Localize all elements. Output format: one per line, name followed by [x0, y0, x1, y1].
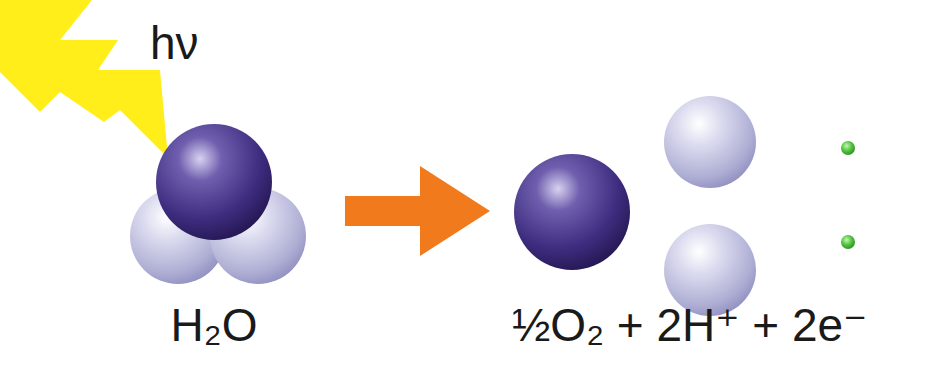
formula-label: ½O₂ + 2H⁺ + 2e⁻: [512, 300, 867, 351]
electron: [841, 141, 855, 155]
oxygen-atom: [156, 124, 272, 240]
formula-label: H₂O: [171, 300, 258, 351]
photon-label: hν: [150, 18, 199, 69]
oxygen-atom: [514, 154, 630, 270]
lightning-bolt: [0, 0, 168, 158]
proton: [664, 96, 756, 188]
electron: [841, 235, 855, 249]
reaction-arrow: [345, 166, 490, 256]
